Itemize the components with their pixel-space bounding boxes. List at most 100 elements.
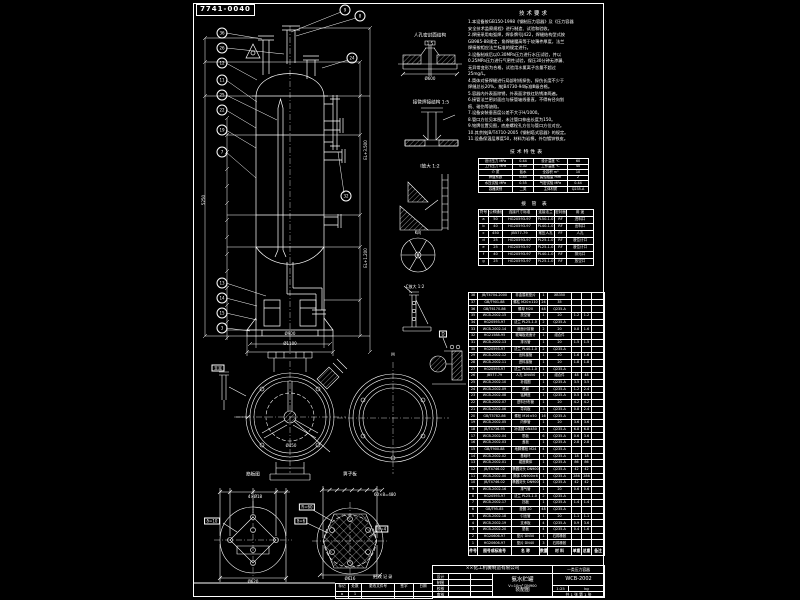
table-cell (591, 405, 605, 414)
note-line: 无异常变形为合格，试验用水氯离子含量不超过 (468, 64, 556, 70)
boxed-label: D (438, 330, 448, 338)
table-cell: 42 (571, 479, 582, 487)
table-cell (591, 305, 605, 314)
table-cell: HG20593-97 (502, 223, 537, 231)
table-cell: 1.8 (581, 358, 592, 367)
table-cell: 12 (468, 465, 478, 474)
table-cell: 40 (488, 223, 503, 231)
note-line: 0.25MPa压力进行气密性试验，保压30分钟无渗漏、 (468, 58, 567, 63)
table-cell: 31 (468, 338, 478, 347)
table-cell: WCB-2002-03 (477, 439, 512, 447)
table-cell: HG20593-97 (477, 365, 512, 374)
table-cell: 1 (539, 358, 548, 367)
table-cell: 25 (488, 237, 503, 245)
table-cell: 20 (547, 358, 572, 367)
table-cell (581, 332, 592, 340)
table-cell (571, 532, 582, 541)
table-cell (571, 445, 582, 454)
company-name: ××化工机械制造有限公司 (431, 565, 554, 574)
table-cell (581, 345, 592, 354)
table-cell: HG20593-97 (477, 492, 512, 501)
table-cell: 导向板 (511, 405, 540, 414)
header-cell: 单重 (571, 546, 582, 556)
dim-label: Ø450 (285, 443, 297, 448)
table-cell: 48 (581, 372, 592, 380)
table-cell (571, 412, 582, 421)
table-cell: 13 (468, 459, 478, 467)
table-cell: 法兰 PL25-1.0 (511, 492, 540, 501)
table-cell: 48 (571, 372, 582, 380)
table-cell: 石棉橡胶 (547, 539, 572, 548)
table-cell: 石棉橡胶 (547, 532, 572, 541)
dim-label: K向 (414, 230, 422, 235)
table-cell: 28 (468, 358, 478, 367)
table-cell (581, 365, 592, 374)
table-cell: WCB-2002-00 (477, 472, 512, 481)
table-cell: 筒体 DN900×6 (511, 472, 540, 481)
table-cell (591, 425, 605, 434)
right-dimension-chain (244, 25, 373, 356)
table-cell: 7 (468, 499, 478, 507)
table-cell: 22 (468, 399, 478, 407)
table-cell (581, 506, 592, 514)
table-cell (571, 332, 582, 340)
table-cell (591, 479, 605, 487)
table-cell (591, 292, 605, 300)
table-cell: 25 (468, 378, 478, 387)
table-cell: WCB-2002-06 (477, 405, 512, 414)
leader-lines (225, 11, 357, 332)
table-cell: 法兰 PL25-1.0 (511, 318, 540, 327)
table-cell: Q235-A (547, 459, 572, 467)
table-cell: PL40-1.0 (536, 251, 555, 259)
table-cell: 1 (539, 425, 548, 434)
table-cell: 2 (539, 492, 548, 501)
dim-label: Ø616 (344, 576, 356, 581)
table-cell: 35 (468, 312, 478, 320)
table-cell (571, 305, 582, 314)
table-cell: 法兰 PL50-1.0 (511, 365, 540, 374)
table-cell: Q235-A (547, 385, 572, 394)
plan-view-left (219, 351, 348, 481)
table-cell: 2 (539, 385, 548, 394)
table-cell: 26 (468, 372, 478, 380)
table-cell: 非金属软垫片 (511, 292, 540, 300)
table-cell: 内伸管 (511, 419, 540, 427)
table-cell: GB/T5782-86 (477, 412, 512, 421)
table-cell (591, 332, 605, 340)
header-cell: 连接尺寸标准 (502, 209, 537, 217)
table-cell (591, 378, 605, 387)
header-cell: 更改文件号 (361, 583, 395, 592)
table-cell: 4 (539, 445, 548, 454)
table-cell: WCB-2002-15 (477, 312, 512, 320)
note-line: 9.铭牌位置见图，底座螺栓孔方位与管口方位对应。 (468, 123, 565, 128)
balloon-label: 36 (216, 27, 228, 39)
table-cell: 24 (468, 385, 478, 394)
table-cell: PL40-1.0 (536, 223, 555, 231)
table-cell: PL25-1.0 (536, 258, 555, 266)
table-cell: 4.2 (571, 399, 582, 407)
table-cell: 进料接管 (511, 358, 540, 367)
table-cell: d (478, 237, 489, 245)
balloon-label: 22 (216, 104, 228, 116)
title-block: ××化工机械制造有限公司 一类压力容器 设计 氨水贮罐 V=10m³ DN900… (431, 565, 606, 598)
table-cell: WCB-2002-07 (477, 399, 512, 407)
table-cell: FF (554, 230, 567, 238)
table-cell: Q235-A (547, 465, 572, 474)
table-cell: 椭圆封头 DN900 (511, 465, 540, 474)
table-cell: 48 (539, 305, 548, 314)
table-cell: 25 (488, 244, 503, 252)
header-cell: 备注 (591, 546, 605, 556)
table-cell: WCB-2002-16 (477, 485, 512, 494)
table-cell: 垫片 DN50 (511, 532, 540, 541)
table-cell: 1 (468, 539, 478, 548)
table-cell: 18 (468, 425, 478, 434)
table-cell: 40 (488, 251, 503, 259)
table-cell: WCB-2002-10 (477, 378, 512, 387)
table-cell: 3.6 (581, 419, 592, 427)
table-cell: 24 (539, 298, 548, 307)
table-cell (571, 318, 582, 327)
table-cell: Q235-A (547, 499, 572, 507)
nozzle-table-title: 接 管 表 (521, 202, 549, 207)
